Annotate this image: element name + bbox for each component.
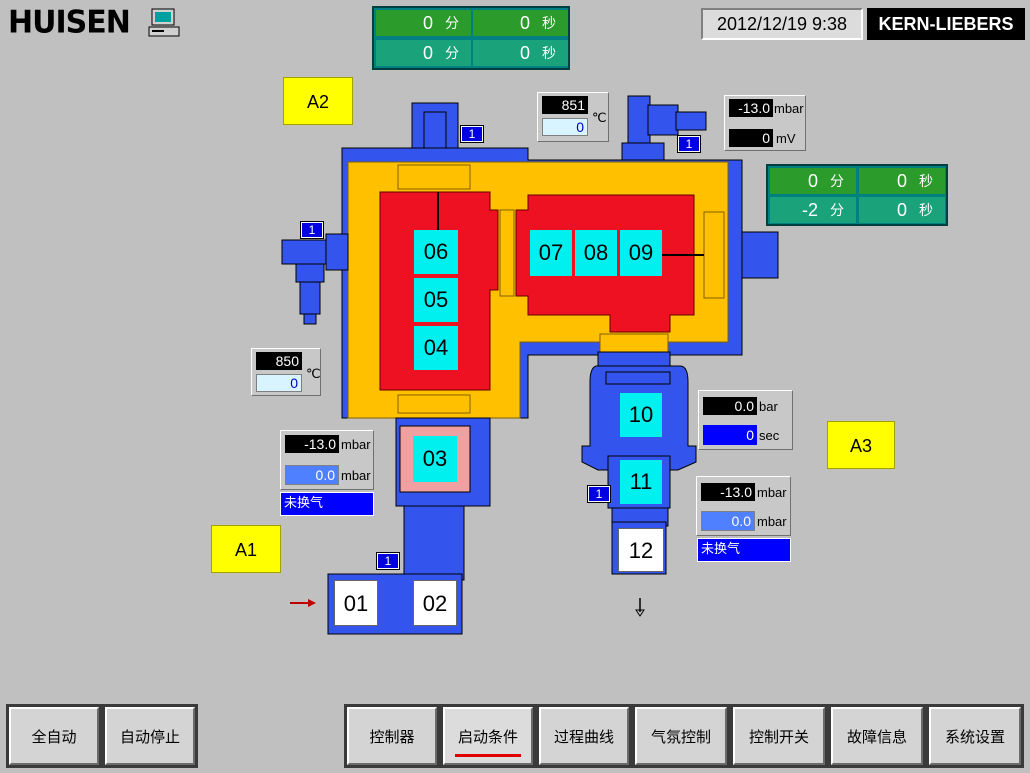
fault-info-frame: 故障信息: [828, 704, 926, 768]
auto-stop-frame: 自动停止: [102, 704, 198, 768]
chamber-05[interactable]: 05: [414, 278, 458, 322]
pressure-setpoint[interactable]: 0.0: [701, 511, 755, 531]
start-conditions-frame: 启动条件: [440, 704, 536, 768]
control-switch-frame: 控制开关: [730, 704, 828, 768]
chamber-11[interactable]: 11: [620, 460, 662, 504]
system-settings-frame: 系统设置: [926, 704, 1024, 768]
pressure-value: -13.0: [285, 435, 339, 453]
temperature-unit: ℃: [306, 366, 321, 381]
badge-top-inlet[interactable]: 1: [460, 125, 484, 143]
atmosphere-control-button[interactable]: 气氛控制: [635, 707, 727, 765]
datetime-display: 2012/12/19 9:38: [701, 8, 863, 40]
voltage-value: 0: [729, 129, 773, 147]
temperature-pv: 850: [256, 352, 302, 370]
start-conditions-button[interactable]: 启动条件: [443, 707, 533, 765]
chamber-10[interactable]: 10: [620, 393, 662, 437]
gas-exchange-status: 未换气: [697, 538, 791, 562]
voltage-unit: mV: [776, 131, 796, 146]
process-curve-button[interactable]: 过程曲线: [539, 707, 629, 765]
pressure-panel-c03: -13.0 mbar 0.0 mbar: [280, 430, 374, 490]
badge-chamber-11[interactable]: 1: [587, 485, 611, 503]
zone-a1: A1: [211, 525, 281, 573]
pressure-panel-top: -13.0 mbar 0 mV: [724, 95, 806, 151]
temperature-panel-top: 851 0 ℃: [537, 92, 609, 142]
furnace-diagram: [281, 95, 779, 635]
pressure-unit: mbar: [341, 468, 371, 483]
chamber-06[interactable]: 06: [414, 230, 458, 274]
chamber-02[interactable]: 02: [413, 580, 457, 626]
chamber-09[interactable]: 09: [620, 230, 662, 276]
temperature-sv[interactable]: 0: [542, 118, 588, 136]
time-unit: sec: [759, 428, 780, 443]
temperature-pv: 851: [542, 96, 588, 114]
pressure-panel-c10: 0.0 bar 0 sec: [698, 390, 793, 450]
pressure-value: -13.0: [701, 483, 755, 501]
badge-motor[interactable]: 1: [677, 135, 701, 153]
logo: HUISEN: [8, 4, 131, 41]
atmosphere-control-frame: 气氛控制: [632, 704, 730, 768]
pressure-unit: mbar: [341, 437, 371, 452]
fault-info-button[interactable]: 故障信息: [831, 707, 923, 765]
pressure-setpoint[interactable]: 0.0: [285, 465, 339, 485]
pressure-unit: mbar: [757, 514, 787, 529]
zone-a2: A2: [283, 77, 353, 125]
pressure-panel-c11: -13.0 mbar 0.0 mbar: [696, 476, 791, 536]
brand-label: KERN-LIEBERS: [867, 8, 1025, 40]
system-settings-button[interactable]: 系统设置: [929, 707, 1021, 765]
process-curve-frame: 过程曲线: [536, 704, 632, 768]
pressure-value: -13.0: [729, 99, 773, 117]
control-switch-button[interactable]: 控制开关: [733, 707, 825, 765]
full-auto-frame: 全自动: [6, 704, 102, 768]
chamber-03[interactable]: 03: [413, 436, 457, 482]
pressure-unit: bar: [759, 399, 778, 414]
chamber-08[interactable]: 08: [575, 230, 617, 276]
zone-a3: A3: [827, 421, 895, 469]
chamber-04[interactable]: 04: [414, 326, 458, 370]
full-auto-button[interactable]: 全自动: [9, 707, 99, 765]
chamber-01[interactable]: 01: [334, 580, 378, 626]
temperature-sv[interactable]: 0: [256, 374, 302, 392]
temperature-panel-left: 850 0 ℃: [251, 348, 321, 396]
chamber-07[interactable]: 07: [530, 230, 572, 276]
controller-button[interactable]: 控制器: [347, 707, 437, 765]
computer-icon: [148, 8, 180, 37]
controller-frame: 控制器: [344, 704, 440, 768]
start-conditions-label: 启动条件: [457, 727, 518, 746]
temperature-unit: ℃: [592, 110, 607, 125]
auto-stop-button[interactable]: 自动停止: [105, 707, 195, 765]
time-value[interactable]: 0: [703, 425, 757, 445]
pressure-unit: mbar: [757, 485, 787, 500]
badge-left-heater[interactable]: 1: [300, 221, 324, 239]
badge-chamber-02[interactable]: 1: [376, 552, 400, 570]
pressure-unit: mbar: [774, 101, 804, 116]
gas-exchange-status: 未换气: [280, 492, 374, 516]
chamber-12[interactable]: 12: [618, 528, 664, 572]
active-tab-indicator: [455, 754, 521, 757]
pressure-value: 0.0: [703, 397, 757, 415]
